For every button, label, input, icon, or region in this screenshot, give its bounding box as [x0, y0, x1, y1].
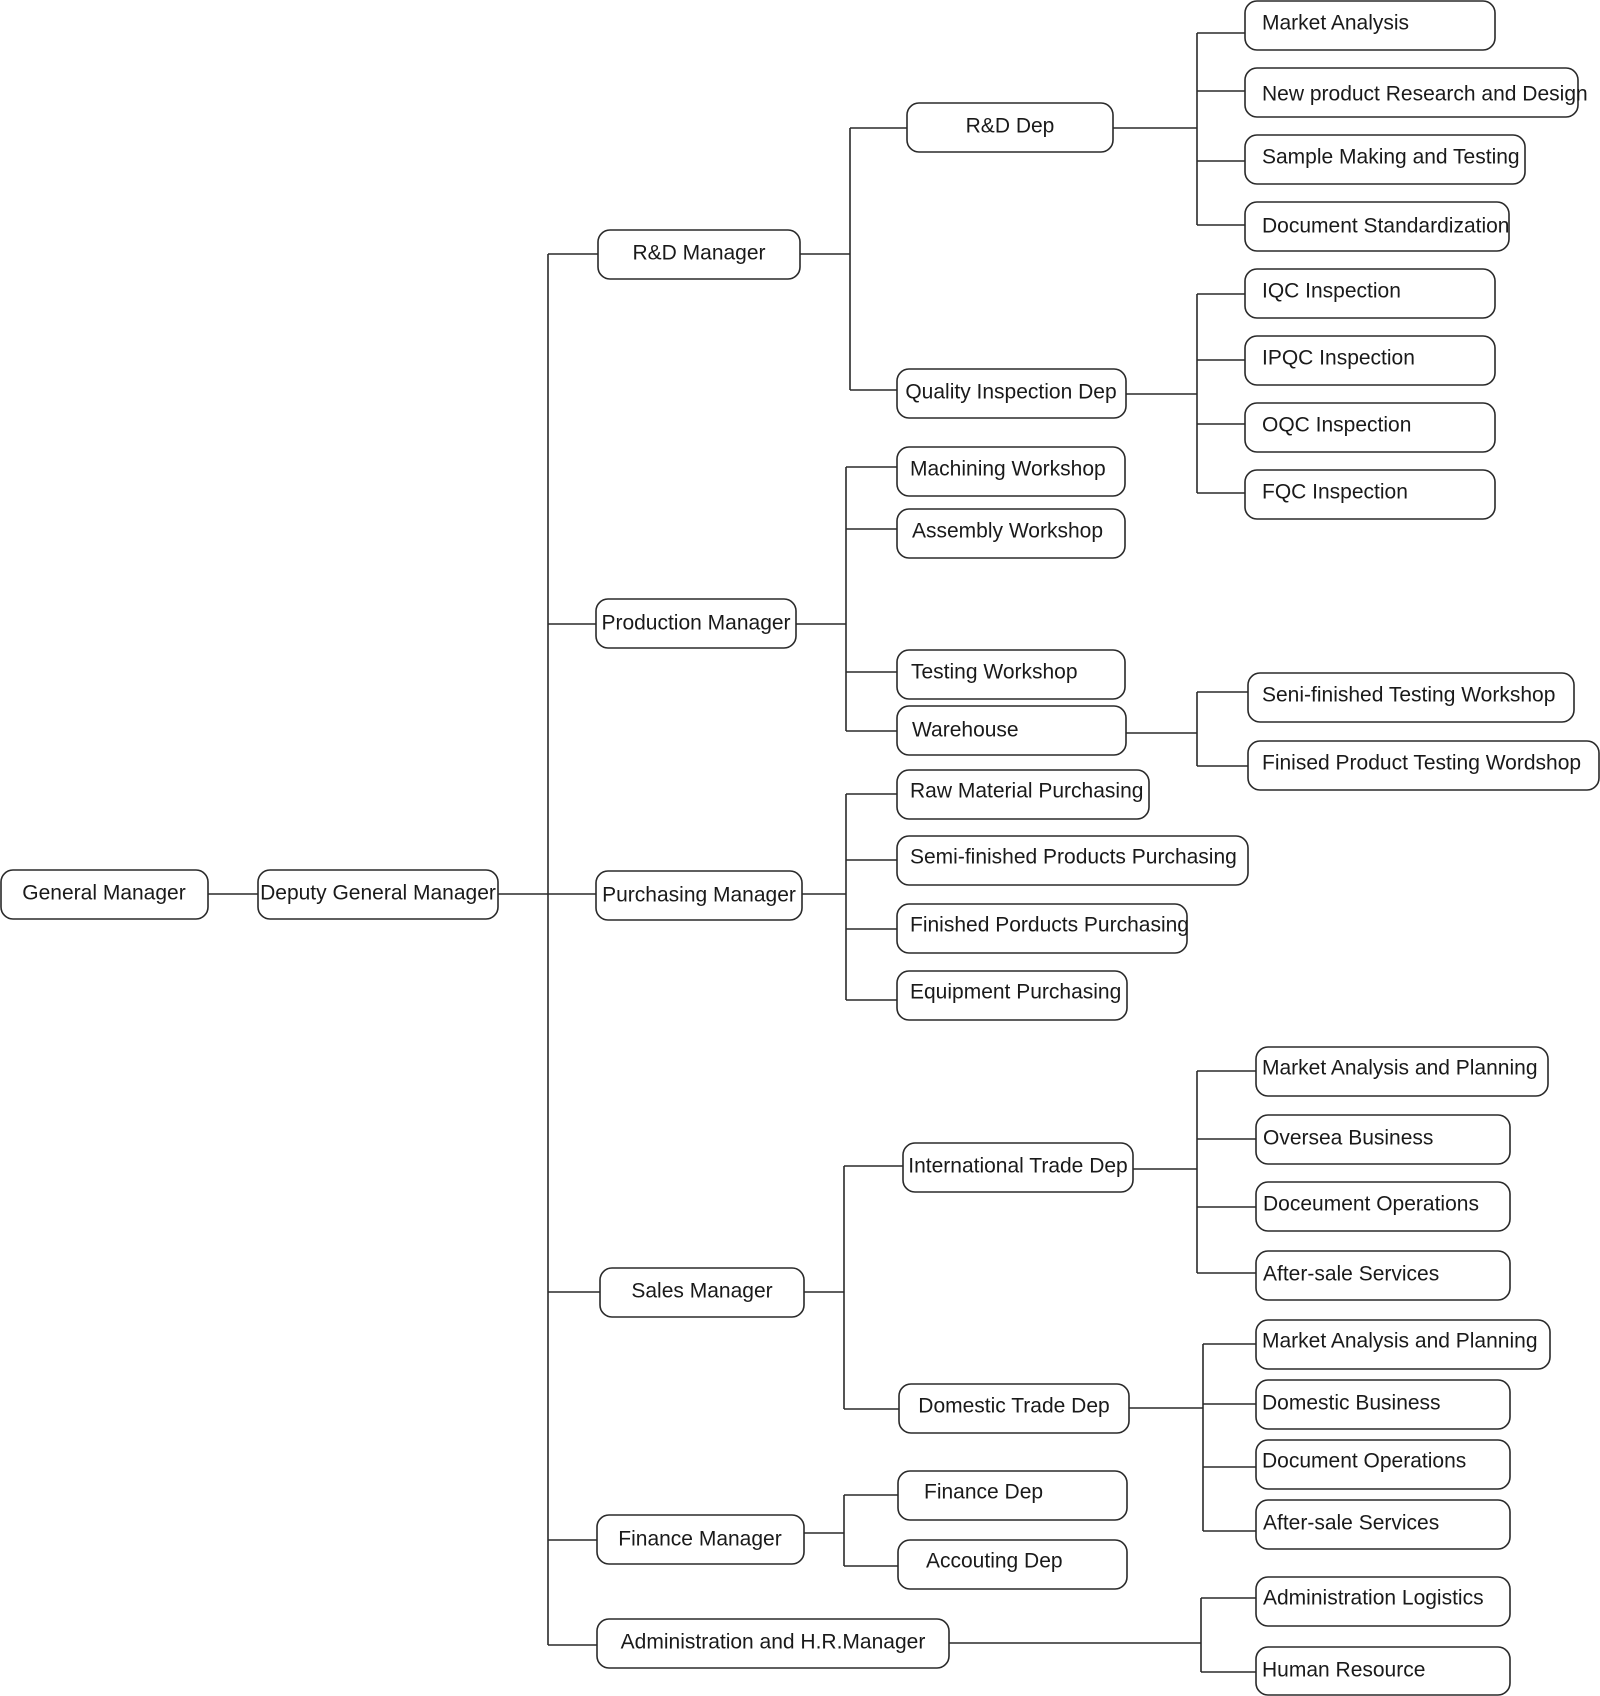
- node-raw-material-purchasing-label: Raw Material Purchasing: [910, 780, 1143, 803]
- node-sample-making-label: Sample Making and Testing: [1262, 146, 1520, 169]
- node-machining-workshop: Machining Workshop: [896, 446, 1126, 497]
- node-equipment-purchasing: Equipment Purchasing: [896, 970, 1128, 1021]
- node-equipment-purchasing-label: Equipment Purchasing: [910, 981, 1121, 1004]
- node-fqc-inspection: FQC Inspection: [1244, 469, 1496, 520]
- node-assembly-workshop: Assembly Workshop: [896, 508, 1126, 559]
- node-oversea-business: Oversea Business: [1255, 1114, 1511, 1165]
- node-sample-making: Sample Making and Testing: [1244, 134, 1526, 185]
- node-dom-market-analysis: Market Analysis and Planning: [1255, 1319, 1551, 1370]
- node-finished-products-purchasing-label: Finished Porducts Purchasing: [910, 914, 1189, 937]
- node-international-trade-dep: International Trade Dep: [902, 1142, 1134, 1193]
- connector-lines: [208, 32, 1256, 1673]
- node-admin-hr-manager-label: Administration and H.R.Manager: [621, 1631, 926, 1654]
- node-production-manager: Production Manager: [595, 598, 797, 649]
- node-finished-product-testing-label: Finised Product Testing Wordshop: [1262, 752, 1581, 775]
- node-document-operations-label: Document Operations: [1262, 1450, 1466, 1473]
- node-intl-market-analysis-label: Market Analysis and Planning: [1262, 1057, 1538, 1080]
- node-quality-inspection-dep-label: Quality Inspection Dep: [905, 381, 1116, 404]
- node-general-manager-label: General Manager: [22, 882, 185, 905]
- node-deputy-general-manager-label: Deputy General Manager: [260, 882, 496, 905]
- node-semi-finished-purchasing-label: Semi-finished Products Purchasing: [910, 846, 1237, 869]
- node-accouting-dep: Accouting Dep: [897, 1539, 1128, 1590]
- node-rd-dep: R&D Dep: [906, 102, 1114, 153]
- node-intl-after-sale: After-sale Services: [1255, 1250, 1511, 1301]
- node-domestic-trade-dep: Domestic Trade Dep: [898, 1383, 1130, 1434]
- node-quality-inspection-dep: Quality Inspection Dep: [896, 368, 1127, 419]
- node-administration-logistics: Administration Logistics: [1255, 1576, 1511, 1627]
- node-semi-finished-purchasing: Semi-finished Products Purchasing: [896, 835, 1249, 886]
- node-human-resource-label: Human Resource: [1262, 1659, 1425, 1682]
- node-ipqc-inspection-label: IPQC Inspection: [1262, 347, 1415, 370]
- node-warehouse-label: Warehouse: [912, 719, 1019, 742]
- node-international-trade-dep-label: International Trade Dep: [908, 1155, 1127, 1178]
- node-accouting-dep-label: Accouting Dep: [926, 1550, 1063, 1573]
- node-general-manager: General Manager: [0, 869, 209, 920]
- node-machining-workshop-label: Machining Workshop: [910, 458, 1106, 481]
- node-finance-dep: Finance Dep: [897, 1470, 1128, 1521]
- node-semi-finished-testing-label: Seni-finished Testing Workshop: [1262, 684, 1555, 707]
- node-oversea-business-label: Oversea Business: [1263, 1127, 1433, 1150]
- node-finished-product-testing: Finised Product Testing Wordshop: [1247, 740, 1600, 791]
- node-dom-after-sale-label: After-sale Services: [1263, 1512, 1439, 1535]
- node-dom-market-analysis-label: Market Analysis and Planning: [1262, 1330, 1538, 1353]
- node-domestic-trade-dep-label: Domestic Trade Dep: [918, 1395, 1109, 1418]
- node-sales-manager-label: Sales Manager: [631, 1280, 772, 1303]
- node-warehouse: Warehouse: [896, 705, 1127, 756]
- node-oqc-inspection-label: OQC Inspection: [1262, 414, 1411, 437]
- node-purchasing-manager-label: Purchasing Manager: [602, 884, 796, 907]
- node-raw-material-purchasing: Raw Material Purchasing: [896, 769, 1150, 820]
- node-finance-manager-label: Finance Manager: [618, 1528, 781, 1551]
- node-assembly-workshop-label: Assembly Workshop: [912, 520, 1103, 543]
- node-finance-manager: Finance Manager: [596, 1514, 805, 1565]
- node-domestic-business-label: Domestic Business: [1262, 1392, 1441, 1415]
- node-semi-finished-testing: Seni-finished Testing Workshop: [1247, 672, 1575, 723]
- node-document-operations: Document Operations: [1255, 1439, 1511, 1490]
- node-deputy-general-manager: Deputy General Manager: [257, 869, 499, 920]
- node-intl-market-analysis: Market Analysis and Planning: [1255, 1046, 1549, 1097]
- node-admin-hr-manager: Administration and H.R.Manager: [596, 1618, 950, 1669]
- node-market-analysis: Market Analysis: [1244, 0, 1496, 51]
- node-rd-manager-label: R&D Manager: [632, 242, 765, 265]
- node-testing-workshop-label: Testing Workshop: [911, 661, 1078, 684]
- node-rd-manager: R&D Manager: [597, 229, 801, 280]
- node-document-standardization: Document Standardization: [1244, 201, 1510, 252]
- node-finance-dep-label: Finance Dep: [924, 1481, 1043, 1504]
- node-purchasing-manager: Purchasing Manager: [595, 870, 803, 921]
- node-human-resource: Human Resource: [1255, 1646, 1511, 1696]
- node-rd-dep-label: R&D Dep: [966, 115, 1055, 138]
- node-intl-after-sale-label: After-sale Services: [1263, 1263, 1439, 1286]
- node-domestic-business: Domestic Business: [1255, 1379, 1511, 1430]
- node-iqc-inspection: IQC Inspection: [1244, 268, 1496, 319]
- node-testing-workshop: Testing Workshop: [896, 649, 1126, 700]
- node-oqc-inspection: OQC Inspection: [1244, 402, 1496, 453]
- node-new-product-research: New product Research and Design: [1244, 67, 1588, 118]
- node-iqc-inspection-label: IQC Inspection: [1262, 280, 1401, 303]
- node-fqc-inspection-label: FQC Inspection: [1262, 481, 1408, 504]
- node-administration-logistics-label: Administration Logistics: [1263, 1587, 1484, 1610]
- node-ipqc-inspection: IPQC Inspection: [1244, 335, 1496, 386]
- node-finished-products-purchasing: Finished Porducts Purchasing: [896, 903, 1189, 954]
- node-new-product-research-label: New product Research and Design: [1262, 83, 1588, 106]
- node-dom-after-sale: After-sale Services: [1255, 1499, 1511, 1550]
- node-sales-manager: Sales Manager: [599, 1267, 805, 1318]
- node-document-standardization-label: Document Standardization: [1262, 215, 1509, 238]
- node-production-manager-label: Production Manager: [601, 612, 790, 635]
- node-doceument-operations: Doceument Operations: [1255, 1181, 1511, 1232]
- node-doceument-operations-label: Doceument Operations: [1263, 1193, 1479, 1216]
- node-market-analysis-label: Market Analysis: [1262, 12, 1409, 35]
